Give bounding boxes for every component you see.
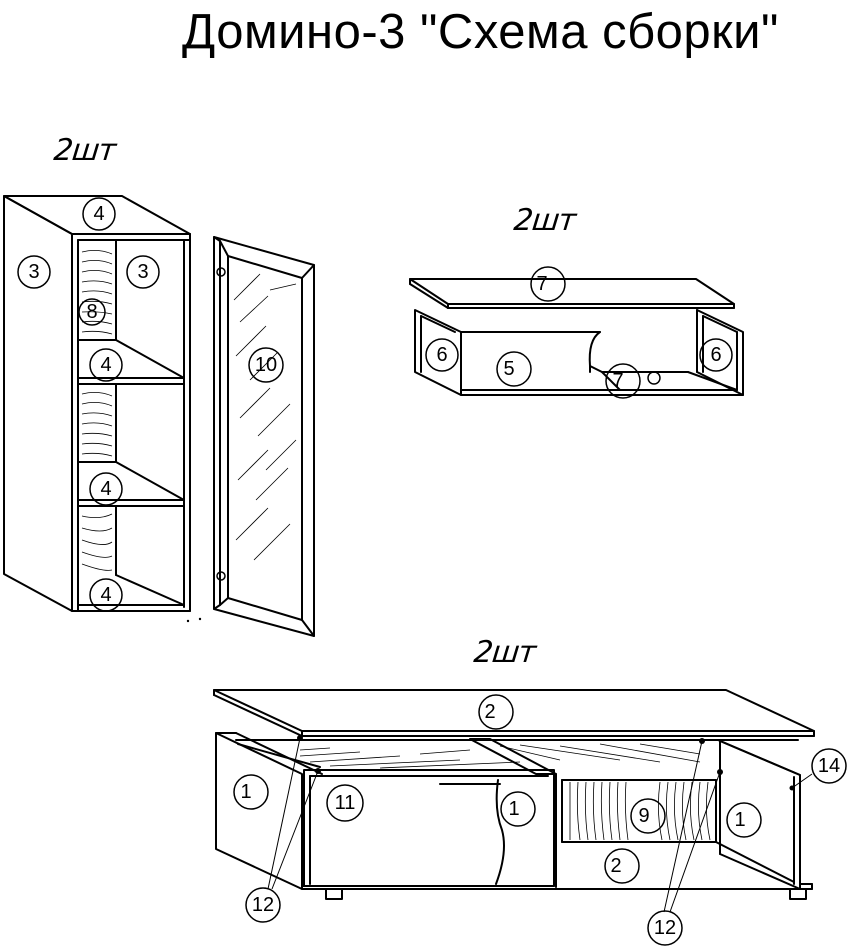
svg-text:4: 4 [93, 203, 104, 225]
svg-text:1: 1 [508, 798, 519, 820]
shelf-top-panel [409, 278, 735, 305]
svg-text:3: 3 [137, 261, 148, 283]
svg-text:6: 6 [710, 344, 721, 366]
svg-text:7: 7 [536, 273, 547, 295]
callout-cabinet-shelf-1: 4 [89, 348, 123, 382]
callout-cabinet-top: 4 [82, 197, 116, 231]
stand-left-side [215, 732, 303, 890]
callout-shelf-top: 7 [530, 266, 566, 302]
svg-text:2: 2 [484, 701, 495, 723]
callout-stand-side-left: 1 [233, 774, 269, 810]
callout-cabinet-shelf-2: 4 [89, 472, 123, 506]
cabinet-left-side [3, 195, 73, 612]
callout-stand-side-right: 1 [726, 802, 762, 838]
svg-text:4: 4 [100, 584, 111, 606]
svg-text:8: 8 [86, 301, 97, 323]
cabinet-drawing [3, 195, 315, 637]
callout-cabinet-side-left: 3 [17, 255, 51, 289]
callout-shelf-side-right: 6 [699, 338, 733, 372]
callout-cabinet-bottom: 4 [89, 578, 123, 612]
callout-cabinet-door: 10 [248, 347, 284, 383]
svg-text:12: 12 [252, 894, 274, 916]
callout-stand-partition: 1 [500, 791, 536, 827]
svg-text:11: 11 [335, 792, 356, 814]
svg-text:4: 4 [100, 478, 111, 500]
svg-text:14: 14 [818, 755, 840, 777]
svg-text:4: 4 [100, 354, 111, 376]
svg-text:5: 5 [503, 358, 514, 380]
svg-text:1: 1 [734, 809, 745, 831]
svg-text:3: 3 [28, 261, 39, 283]
callout-stand-fastener-left: 12 [245, 887, 281, 923]
callout-cabinet-side-inner: 3 [126, 255, 160, 289]
svg-text:1: 1 [240, 781, 251, 803]
callout-stand-fastener-right: 12 [647, 910, 683, 946]
part-callouts: 4 3 3 8 4 4 4 10 7 6 5 7 6 2 1 11 1 9 1 … [17, 197, 847, 946]
callout-shelf-side-left: 6 [425, 338, 459, 372]
svg-text:7: 7 [612, 370, 623, 392]
page-title: Домино-3 "Схема сборки" [182, 5, 779, 59]
callout-shelf-bottom: 7 [605, 363, 641, 399]
callout-stand-top: 2 [478, 694, 514, 730]
callout-cabinet-back: 8 [78, 298, 106, 326]
stand-top-panel [213, 689, 815, 732]
shelf-drawing [409, 278, 744, 396]
callout-stand-back: 9 [630, 798, 666, 834]
svg-text:6: 6 [436, 344, 447, 366]
callout-shelf-back: 5 [496, 351, 532, 387]
svg-text:9: 9 [638, 805, 649, 827]
tv-stand-drawing [213, 689, 815, 913]
callout-stand-bottom: 2 [604, 848, 640, 884]
svg-text:2: 2 [610, 855, 621, 877]
svg-text:10: 10 [255, 354, 277, 376]
callout-stand-leg: 14 [811, 748, 847, 784]
svg-text:12: 12 [654, 917, 676, 939]
callout-stand-door: 11 [326, 784, 364, 822]
